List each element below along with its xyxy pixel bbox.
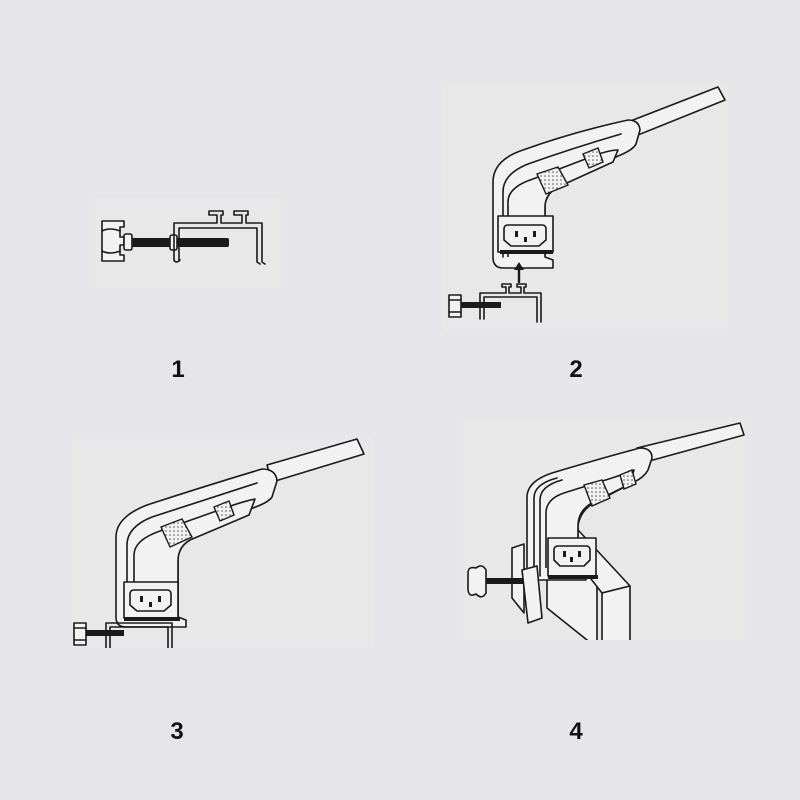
grip-pad <box>582 147 604 169</box>
clamp-attached-illustration <box>73 438 365 648</box>
step-3-number: 3 <box>170 718 184 745</box>
grip-pad <box>619 469 637 490</box>
grip-pad <box>583 479 611 507</box>
up-arrow-icon <box>514 262 524 284</box>
knob-icon <box>467 565 487 598</box>
step-1-panel <box>92 198 282 288</box>
step-1-number: 1 <box>171 356 185 383</box>
step-4-number: 4 <box>569 718 583 745</box>
step-3-panel <box>72 437 373 648</box>
step-4-panel <box>462 418 746 640</box>
knob-icon <box>101 220 133 262</box>
clamp <box>467 543 543 624</box>
grip-pad <box>160 518 193 548</box>
iec-socket-icon <box>497 215 554 254</box>
socket-insertion-illustration <box>448 86 726 323</box>
step-2-number: 2 <box>569 356 583 383</box>
cable <box>636 422 745 464</box>
clamp <box>73 622 173 648</box>
iec-socket-icon <box>123 581 180 621</box>
grip-pad <box>536 166 569 195</box>
iec-socket-icon <box>547 537 598 579</box>
cable <box>266 438 365 483</box>
step-2-panel <box>443 82 728 332</box>
mounted-on-board-illustration <box>467 422 745 640</box>
grip-pad <box>213 500 235 522</box>
clamp <box>448 283 542 323</box>
clamp-assembly-illustration <box>101 210 266 265</box>
cable <box>627 86 726 138</box>
